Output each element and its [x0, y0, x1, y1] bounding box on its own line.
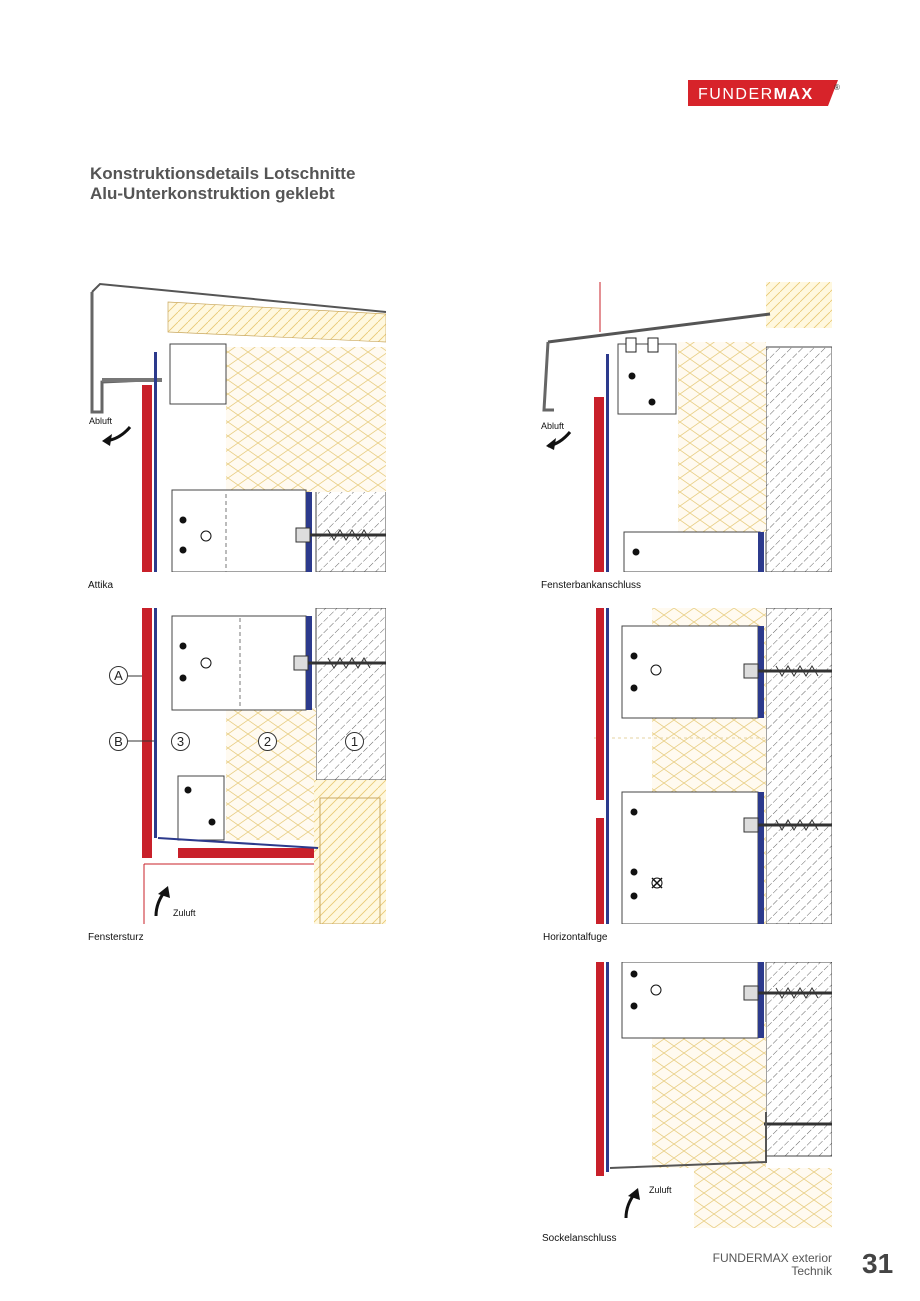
title-line-1: Konstruktionsdetails Lotschnitte	[90, 164, 356, 183]
figure-horizontalfuge	[594, 608, 832, 924]
marker-a: A	[109, 666, 128, 685]
caption-horizontalfuge: Horizontalfuge	[543, 932, 608, 943]
attika-drawing	[90, 282, 386, 572]
marker-b: B	[109, 732, 128, 751]
sockel-zuluft-label: Zuluft	[648, 1185, 673, 1195]
figure-attika: Abluft	[88, 282, 386, 572]
fensterbank-drawing	[542, 282, 832, 572]
footer-line-2: Technik	[791, 1264, 832, 1278]
attika-abluft-label: Abluft	[88, 416, 114, 426]
caption-sockel: Sockelanschluss	[542, 1233, 617, 1244]
svg-text:FUNDERMAX: FUNDERMAX	[698, 86, 814, 103]
sockel-drawing	[596, 962, 832, 1228]
figure-sockel: Zuluft	[594, 962, 832, 1228]
horizontalfuge-drawing	[594, 608, 832, 924]
logo-text-light: FUNDER	[698, 86, 774, 103]
marker-1: 1	[345, 732, 364, 751]
title-line-2: Alu-Unterkonstruktion geklebt	[90, 184, 335, 203]
caption-attika: Attika	[88, 580, 114, 591]
figure-fensterbank: Abluft	[540, 282, 832, 572]
footer-text: FUNDERMAX exterior Technik	[690, 1252, 832, 1278]
page-title: Konstruktionsdetails Lotschnitte Alu-Unt…	[90, 164, 355, 204]
fensterbank-abluft-label: Abluft	[540, 421, 566, 431]
logo-text-bold: MAX	[774, 86, 814, 103]
caption-fenstersturz: Fenstersturz	[88, 932, 144, 943]
figure-fenstersturz: Zuluft A B 3 2 1	[88, 608, 386, 924]
page-number: 31	[862, 1248, 894, 1279]
fundermax-logo: FUNDERMAX ®	[688, 80, 848, 106]
marker-2: 2	[258, 732, 277, 751]
marker-3: 3	[171, 732, 190, 751]
caption-fensterbank: Fensterbankanschluss	[541, 580, 642, 591]
fenstersturz-drawing	[128, 608, 386, 924]
registered-mark: ®	[834, 83, 840, 92]
footer-line-1: FUNDERMAX exterior	[712, 1251, 832, 1265]
fenstersturz-zuluft-label: Zuluft	[172, 908, 197, 918]
